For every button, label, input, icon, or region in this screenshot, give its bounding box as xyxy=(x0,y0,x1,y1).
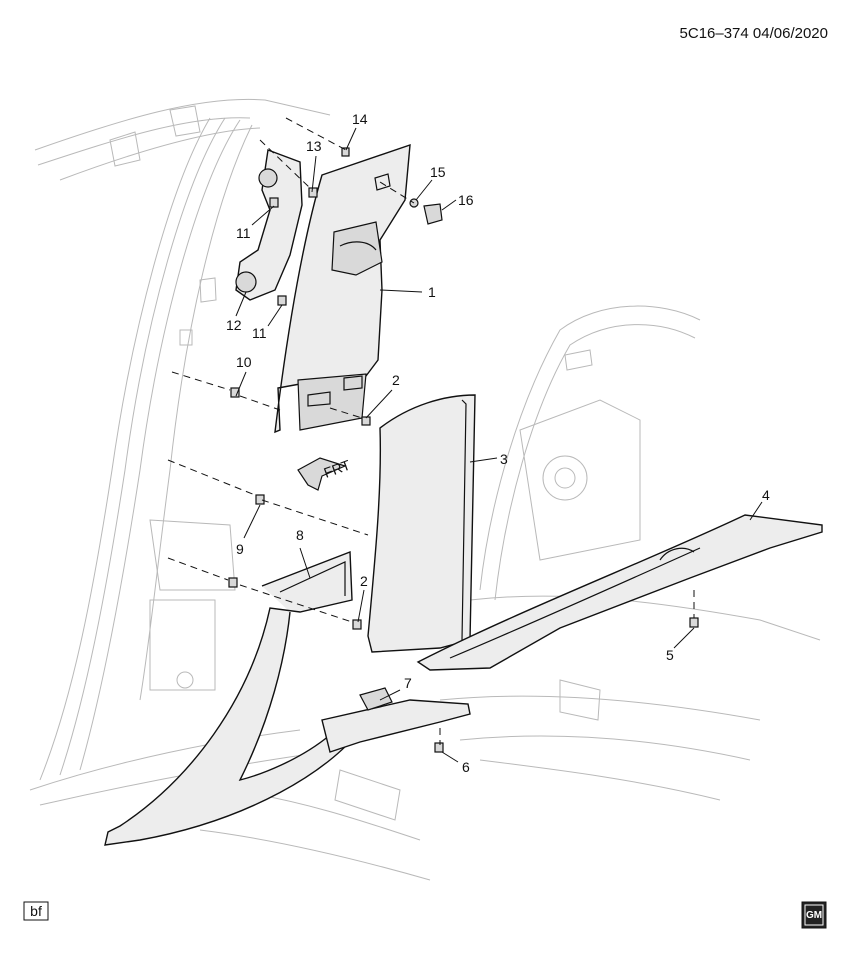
part-1-upper-pillar-trim xyxy=(274,143,411,434)
callout-16: 16 xyxy=(458,192,474,208)
callout-2a: 2 xyxy=(392,372,400,388)
callouts: 1 2 2 3 4 5 6 7 8 9 10 11 11 12 13 14 15… xyxy=(226,111,770,775)
clip-13 xyxy=(308,187,318,198)
clip-2a xyxy=(361,416,371,426)
callout-6: 6 xyxy=(462,759,470,775)
callout-13: 13 xyxy=(306,138,322,154)
callout-9: 9 xyxy=(236,541,244,557)
bolt-11a xyxy=(269,197,279,208)
part-3-lower-pillar-trim xyxy=(367,394,476,653)
assembly-lines xyxy=(167,117,695,745)
forward-arrow: FRT xyxy=(297,456,353,491)
footer-box-label: bf xyxy=(30,903,42,919)
callout-3: 3 xyxy=(500,451,508,467)
part-8-lower-front-trim xyxy=(104,550,362,846)
callout-1: 1 xyxy=(428,284,436,300)
leader-lines xyxy=(235,127,763,763)
callout-15: 15 xyxy=(430,164,446,180)
clip-14 xyxy=(341,147,350,157)
body-structure xyxy=(29,98,821,881)
callout-11b: 11 xyxy=(252,325,267,341)
callout-11a: 11 xyxy=(236,225,251,241)
clip-2b xyxy=(352,619,362,630)
bolt-11b xyxy=(277,295,287,306)
clip-9a xyxy=(255,494,265,505)
callout-14: 14 xyxy=(352,111,368,127)
part-7-rocker-insert xyxy=(321,687,471,753)
gm-logo-text: GM xyxy=(806,910,822,921)
part-4-sill-plate xyxy=(416,514,823,671)
callout-7: 7 xyxy=(404,675,412,691)
clip-9b xyxy=(228,577,238,588)
gm-logo: GM xyxy=(801,901,827,929)
cap-16 xyxy=(423,203,443,225)
fasteners xyxy=(228,147,699,753)
callout-10: 10 xyxy=(236,354,252,370)
callout-8: 8 xyxy=(296,527,304,543)
clip-6 xyxy=(434,742,444,753)
footer-box: bf xyxy=(23,901,49,921)
callout-5: 5 xyxy=(666,647,674,663)
clip-5 xyxy=(689,617,699,628)
callout-2b: 2 xyxy=(360,573,368,589)
callout-4: 4 xyxy=(762,487,770,503)
anchor-bracket xyxy=(235,149,303,301)
callout-12: 12 xyxy=(226,317,242,333)
diagram-code: 5C16–374 04/06/2020 xyxy=(680,25,828,42)
clip-10 xyxy=(230,387,240,398)
